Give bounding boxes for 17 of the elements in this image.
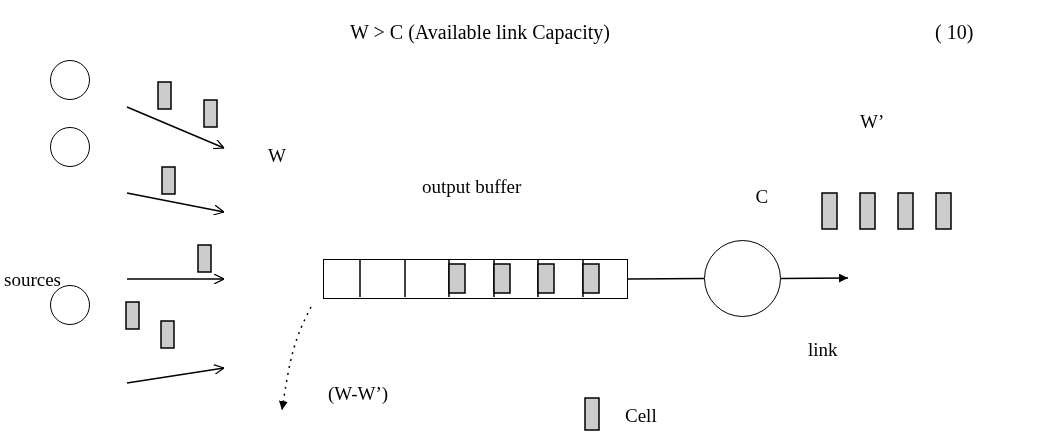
legend-text: Cell bbox=[625, 406, 657, 425]
circle-node bbox=[50, 60, 90, 100]
buffer-label: output buffer bbox=[422, 177, 522, 196]
connector-line bbox=[627, 277, 705, 280]
arrow bbox=[780, 273, 849, 283]
sources-label: sources bbox=[4, 270, 61, 289]
node-caption: C bbox=[755, 187, 769, 206]
input-rate-label: W bbox=[268, 146, 286, 165]
output-buffer-queue bbox=[323, 259, 628, 299]
link-label: link bbox=[808, 340, 838, 359]
dotted-arrow bbox=[278, 306, 312, 411]
equation-number: ( 10) bbox=[935, 22, 974, 42]
circle-node bbox=[50, 285, 90, 325]
circle-node bbox=[50, 127, 90, 167]
equation-text: W > C (Available link Capacity) bbox=[350, 22, 610, 42]
output-rate-label: W’ bbox=[860, 112, 885, 131]
dropped-rate-label: (W-W’) bbox=[328, 384, 389, 403]
